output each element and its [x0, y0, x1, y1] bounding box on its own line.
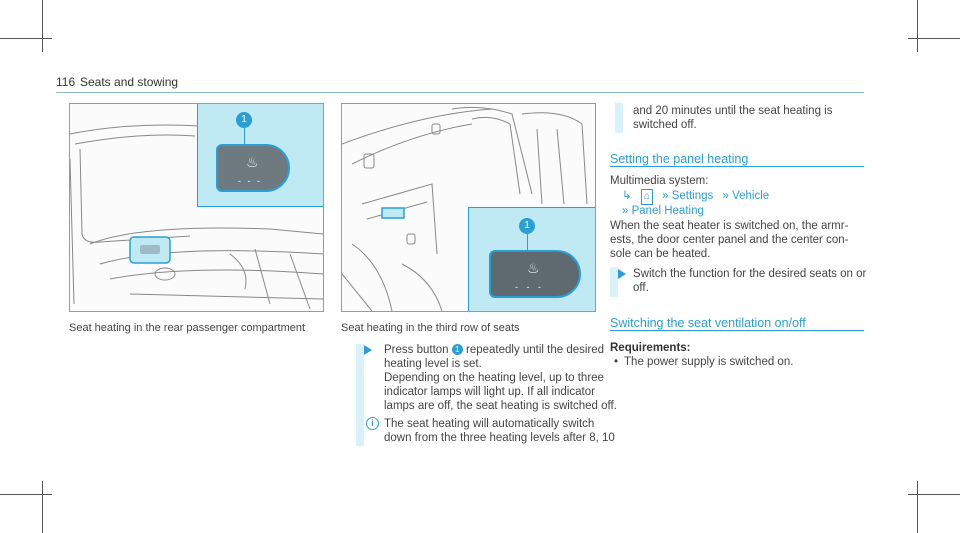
callout-badge: 1 — [451, 344, 463, 355]
step-arrow-icon — [364, 345, 372, 355]
multimedia-label: Multimedia system: — [610, 175, 709, 187]
section-heading: Switching the seat ventilation on/off — [610, 316, 806, 330]
crop-mark — [0, 38, 52, 39]
crop-mark — [0, 494, 52, 495]
note-line: The seat heating will automatically swit… — [384, 418, 595, 430]
note-bar — [615, 103, 623, 133]
note-line: switched off. — [633, 119, 697, 131]
callout-line — [527, 234, 528, 250]
nav-path-2: » Panel Heating — [622, 205, 704, 217]
seat-illustration — [342, 106, 588, 311]
figure-third-row: 1 ♨ - - - — [341, 103, 596, 312]
step-line: lamps are off, the seat heating is switc… — [384, 400, 617, 412]
seat-heating-button: ♨ - - - — [216, 144, 290, 192]
crop-mark — [917, 0, 918, 52]
note-line: down from the three heating levels after… — [384, 432, 615, 444]
crop-mark — [917, 481, 918, 533]
seat-heating-icon: ♨ — [246, 154, 259, 170]
step-line: heating level is set. — [384, 358, 482, 370]
double-chevron-icon: » — [722, 190, 729, 202]
callout-badge: 1 — [519, 218, 535, 234]
page-number: 116 — [56, 75, 76, 89]
step-line: off. — [633, 282, 649, 294]
body-line: When the seat heater is switched on, the… — [610, 220, 849, 232]
requirements-label: Requirements: — [610, 342, 691, 354]
note-bar — [356, 416, 364, 446]
requirement-item: •The power supply is switched on. — [614, 356, 794, 368]
seat-heating-icon: ♨ — [527, 260, 540, 276]
body-line: sole can be heated. — [610, 248, 711, 260]
step-arrow-icon — [618, 269, 626, 279]
home-icon: ⌂ — [640, 189, 653, 205]
step-first-line: Press button 1 repeatedly until the desi… — [384, 344, 605, 356]
section-title: Seats and stowing — [80, 75, 179, 89]
header-rule — [56, 92, 864, 93]
section-rule — [610, 166, 864, 167]
figure-caption: Seat heating in the rear passenger compa… — [69, 322, 306, 334]
figure-rear-door: 1 ♨ - - - — [69, 103, 324, 312]
step-bar — [610, 267, 618, 297]
crop-mark — [908, 494, 960, 495]
section-rule — [610, 330, 864, 331]
step-line: Switch the function for the desired seat… — [633, 268, 867, 280]
bullet: • — [614, 356, 619, 368]
return-arrow-icon: ↳ — [622, 190, 632, 202]
info-icon: i — [366, 417, 379, 430]
double-chevron-icon: » — [662, 190, 669, 202]
nav-path: ↳ ⌂ » Settings » Vehicle — [622, 189, 769, 205]
seat-heating-button: ♨ - - - — [489, 250, 581, 298]
double-chevron-icon: » — [622, 205, 629, 217]
door-illustration — [70, 124, 323, 310]
indicator-lamps: - - - — [238, 176, 262, 186]
indicator-lamps: - - - — [515, 282, 544, 292]
callout-line — [244, 128, 245, 144]
step-line: Depending on the heating level, up to th… — [384, 372, 604, 384]
crop-mark — [42, 481, 43, 533]
callout-badge: 1 — [236, 112, 252, 128]
step-bar — [356, 344, 364, 416]
zoom-panel: 1 ♨ - - - — [468, 207, 595, 311]
step-line: indicator lamps will light up. If all in… — [384, 386, 595, 398]
zoom-panel: 1 ♨ - - - — [197, 104, 323, 207]
note-line: and 20 minutes until the seat heating is — [633, 105, 833, 117]
body-line: ests, the door center panel and the cent… — [610, 234, 849, 246]
figure-caption: Seat heating in the third row of seats — [341, 322, 520, 334]
crop-mark — [42, 0, 43, 52]
section-heading: Setting the panel heating — [610, 152, 749, 166]
crop-mark — [908, 38, 960, 39]
